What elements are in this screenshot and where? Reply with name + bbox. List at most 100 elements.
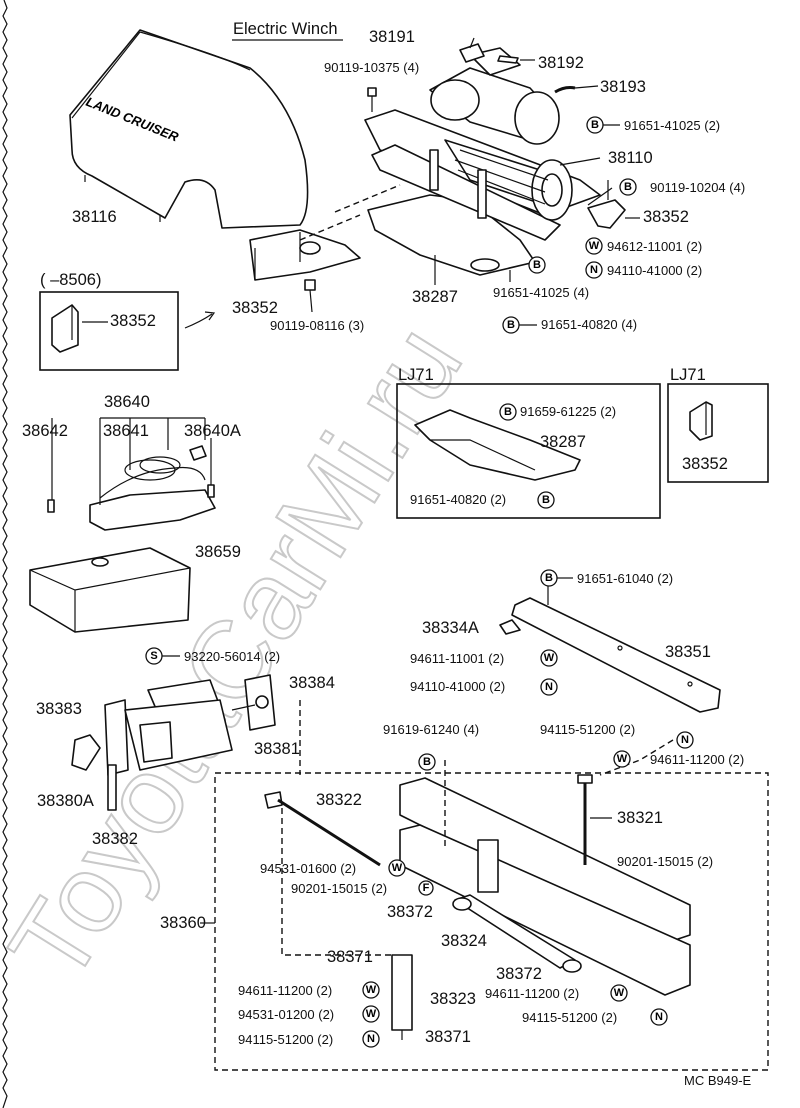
fastener-91651-61040: 91651-61040 (2) — [577, 571, 673, 586]
variant-arrow — [184, 313, 213, 329]
label-38352-lj71: 38352 — [682, 455, 728, 473]
label-38287: 38287 — [412, 288, 458, 306]
washer-symbol: W — [610, 984, 628, 1002]
cover-bag-38659 — [29, 547, 191, 633]
washer-symbol: W — [540, 649, 558, 667]
label-38352-variant: 38352 — [110, 312, 156, 330]
fastener-94531-01200: 94531-01200 (2) — [238, 1007, 334, 1022]
label-38371-b: 38371 — [425, 1028, 471, 1046]
bolt-symbol: B — [499, 403, 517, 421]
hinge-bracket-group — [71, 674, 276, 811]
label-38352-center: 38352 — [232, 299, 278, 317]
fastener-91619-61240: 91619-61240 (4) — [383, 722, 479, 737]
label-38384: 38384 — [289, 674, 335, 692]
label-38640: 38640 — [104, 393, 150, 411]
svg-text:W: W — [589, 240, 600, 252]
variant-lj71-b: LJ71 — [670, 366, 706, 384]
wiring-harness-38640 — [47, 417, 216, 531]
fastener-94110-41000-top: 94110-41000 (2) — [607, 263, 702, 278]
fastener-94612-11001: 94612-11001 (2) — [607, 239, 702, 254]
washer-symbol: W — [613, 750, 631, 768]
label-38371-a: 38371 — [327, 948, 373, 966]
label-38380A: 38380A — [37, 792, 94, 810]
svg-text:N: N — [590, 264, 598, 276]
label-38116: 38116 — [72, 208, 117, 226]
fastener-90201-15015-r: 90201-15015 (2) — [617, 854, 713, 869]
fastener-94115-51200-c: 94115-51200 (2) — [522, 1010, 617, 1025]
variant-date-box — [39, 291, 179, 371]
label-38642: 38642 — [22, 422, 68, 440]
fastener-91659-61225: 91659-61225 (2) — [520, 404, 616, 419]
label-38372-b: 38372 — [496, 965, 542, 983]
lj71-box-b — [667, 383, 769, 483]
svg-text:B: B — [542, 494, 550, 506]
svg-text:B: B — [533, 259, 541, 271]
bolt-symbol: B — [619, 178, 637, 196]
fastener-94611-11200-c: 94611-11200 (2) — [485, 986, 579, 1001]
svg-text:B: B — [624, 181, 632, 193]
fastener-94115-51200-b: 94115-51200 (2) — [238, 1032, 333, 1047]
assembly-38360-box — [214, 772, 769, 1071]
fastener-90119-08116: 90119-08116 (3) — [270, 318, 364, 333]
washer-symbol: W — [362, 1005, 380, 1023]
label-38193: 38193 — [600, 78, 646, 96]
svg-text:N: N — [545, 681, 553, 693]
label-38192: 38192 — [538, 54, 584, 72]
bolt-symbol: B — [540, 569, 558, 587]
fastener-94611-11001: 94611-11001 (2) — [410, 651, 504, 666]
label-38351: 38351 — [665, 643, 711, 661]
svg-text:F: F — [423, 882, 430, 894]
fastener-94611-11200-b: 94611-11200 (2) — [238, 983, 332, 998]
bolt-symbol: B — [528, 256, 546, 274]
fastener-94531-01600: 94531-01600 (2) — [260, 861, 356, 876]
svg-text:W: W — [617, 753, 628, 765]
label-38360: 38360 — [160, 914, 206, 932]
winch-cover-38116: LAND CRUISER 38116 — [69, 29, 309, 229]
label-38641: 38641 — [103, 422, 149, 440]
bolt-symbol: B — [537, 491, 555, 509]
svg-text:W: W — [614, 987, 625, 999]
label-38287-lj71: 38287 — [540, 433, 586, 451]
fastener-90201-15015-l: 90201-15015 (2) — [291, 881, 387, 896]
screw-symbol: S — [145, 647, 163, 665]
svg-text:W: W — [392, 862, 403, 874]
label-38352-right: 38352 — [643, 208, 689, 226]
label-38334A: 38334A — [422, 619, 479, 637]
washer-symbol: W — [388, 859, 406, 877]
label-38640A: 38640A — [184, 422, 241, 440]
fastener-91651-41025-2: 91651-41025 (2) — [624, 118, 720, 133]
washer-symbol: W — [362, 981, 380, 999]
diagram-title: Electric Winch — [233, 20, 338, 38]
label-38323: 38323 — [430, 990, 476, 1008]
svg-text:S: S — [150, 650, 157, 662]
plate-38287-lj71 — [414, 409, 581, 481]
svg-text:B: B — [545, 572, 553, 584]
nut-symbol: N — [362, 1030, 380, 1048]
lj71-box-a — [396, 383, 661, 519]
fastener-90119-10204: 90119-10204 (4) — [650, 180, 745, 195]
label-38659: 38659 — [195, 543, 241, 561]
svg-text:B: B — [423, 756, 431, 768]
svg-text:W: W — [366, 1008, 377, 1020]
bracket-38352-small — [51, 304, 79, 353]
label-38324: 38324 — [441, 932, 487, 950]
bolt-symbol: B — [586, 116, 604, 134]
svg-text:N: N — [655, 1011, 663, 1023]
svg-text:W: W — [544, 652, 555, 664]
bracket-38352-lj71 — [689, 401, 713, 441]
label-38110: 38110 — [608, 149, 653, 167]
nut-symbol: N — [650, 1008, 668, 1026]
nut-symbol: N — [676, 731, 694, 749]
variant-date-label: ( –8506) — [40, 271, 101, 289]
label-38191: 38191 — [369, 28, 415, 46]
svg-text:W: W — [366, 984, 377, 996]
bolt-symbol: B — [418, 753, 436, 771]
label-38321: 38321 — [617, 809, 663, 827]
fastener-91651-40820-2: 91651-40820 (2) — [410, 492, 506, 507]
label-38322: 38322 — [316, 791, 362, 809]
rail-38351 — [499, 584, 721, 713]
svg-text:B: B — [507, 319, 515, 331]
washer-symbol: W — [585, 237, 603, 255]
svg-text:N: N — [367, 1033, 375, 1045]
fastener-94110-41000-mid: 94110-41000 (2) — [410, 679, 505, 694]
